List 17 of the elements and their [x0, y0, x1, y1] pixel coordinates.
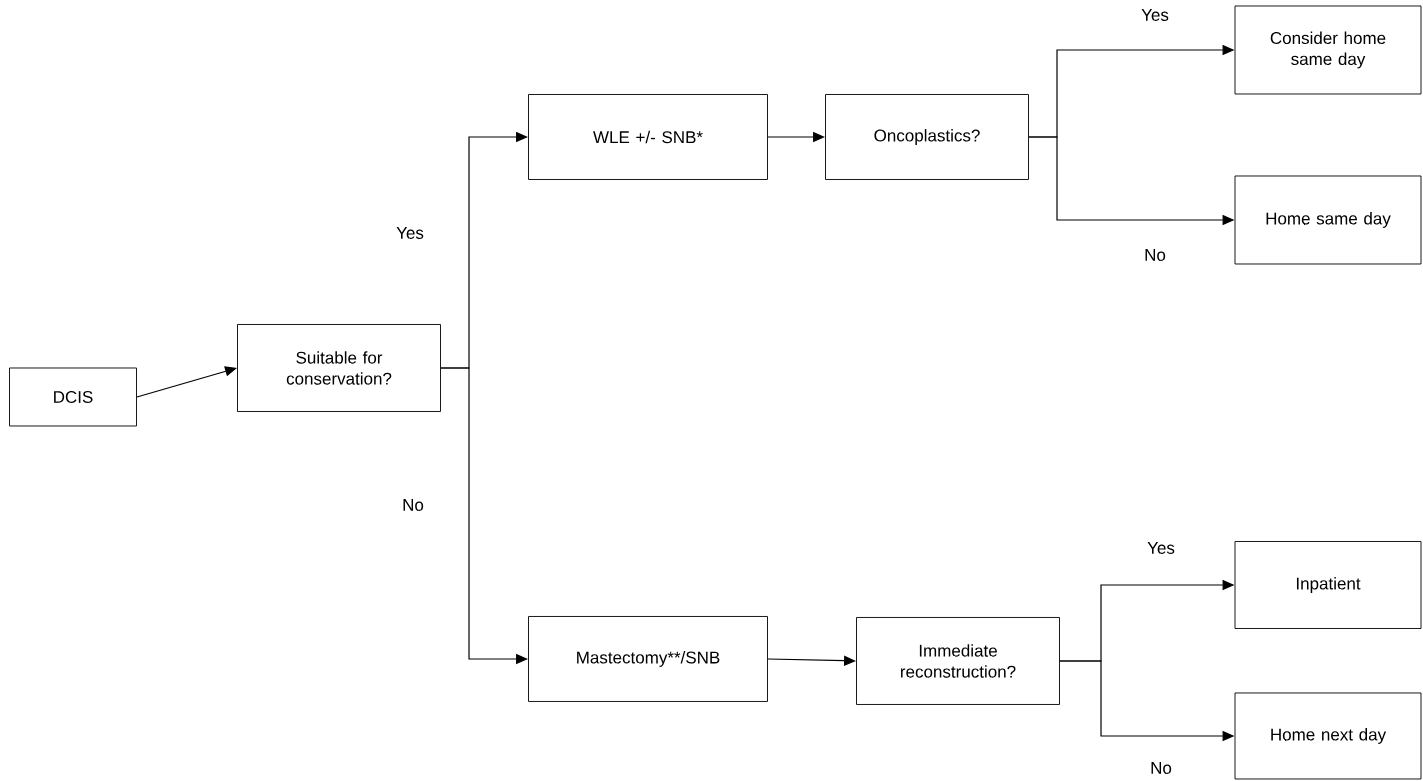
- process-box: DCIS: [9, 367, 137, 427]
- edge-label: Yes: [1140, 8, 1170, 22]
- process-box: Home same day: [1234, 175, 1422, 265]
- process-box: Inpatient: [1234, 541, 1422, 629]
- process-box: WLE +/- SNB*: [528, 94, 768, 180]
- edge-label: No: [1149, 761, 1173, 775]
- process-box: Mastectomy**/SNB: [528, 616, 768, 702]
- process-box: Oncoplastics?: [825, 94, 1029, 180]
- process-box: Immediate reconstruction?: [856, 617, 1060, 705]
- edge-label: Yes: [395, 226, 425, 240]
- process-box: Suitable for conservation?: [237, 324, 441, 412]
- process-box: Home next day: [1234, 692, 1422, 780]
- process-box: Consider home same day: [1234, 5, 1422, 95]
- arrow: [767, 655, 856, 666]
- edge-label: Yes: [1146, 541, 1176, 555]
- edge-label: No: [1143, 248, 1167, 262]
- edge-label: No: [401, 498, 425, 512]
